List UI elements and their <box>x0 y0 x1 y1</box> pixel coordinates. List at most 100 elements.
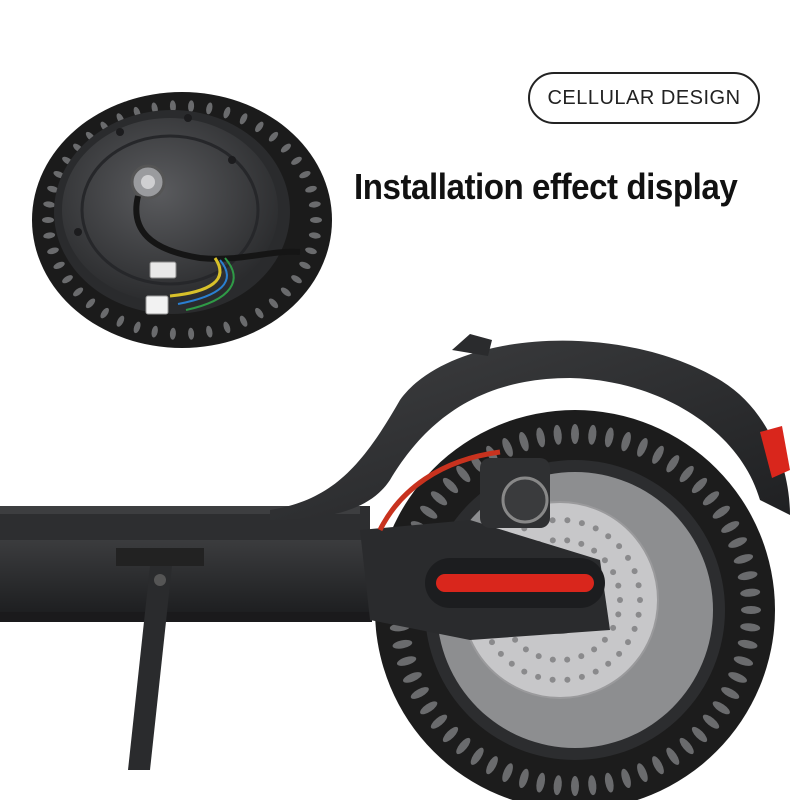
motor-cable <box>133 195 301 262</box>
tire-cell <box>188 327 195 340</box>
tire-cell <box>737 639 758 649</box>
tire-cell <box>403 672 422 683</box>
disc-hole <box>549 537 556 544</box>
tire-cell <box>47 247 59 255</box>
tire-cell <box>420 701 438 715</box>
disc-hole <box>535 673 542 680</box>
disc-hole <box>521 668 528 675</box>
disc-hole <box>631 625 638 632</box>
tire-cell <box>604 772 614 793</box>
disc-hole <box>601 557 608 564</box>
tire-cell <box>62 275 73 284</box>
disc-hole <box>605 533 612 540</box>
disc-hole <box>549 676 556 683</box>
tire-cell <box>43 201 56 208</box>
disc-hole <box>625 639 631 646</box>
tire-cell <box>712 505 730 519</box>
tire-cell <box>291 275 302 284</box>
disc-hole <box>616 543 623 550</box>
disc-hole <box>578 520 585 527</box>
motor-wires <box>169 257 222 298</box>
tire-cell <box>741 606 761 614</box>
tire-cell <box>740 588 761 597</box>
tire-cell <box>239 113 248 125</box>
bolt <box>184 114 192 122</box>
disc-hole <box>625 554 631 561</box>
tire-cell <box>486 756 498 775</box>
tire-cell <box>728 672 747 683</box>
disc-hole <box>497 650 504 657</box>
tire-cell <box>702 491 720 506</box>
disc-hole <box>489 639 495 646</box>
disc-hole <box>592 668 599 675</box>
tire-cell <box>206 102 213 115</box>
fender-hook <box>452 334 492 356</box>
tire-cell <box>728 537 747 548</box>
tire-cell <box>85 298 96 309</box>
tire-cell <box>410 687 429 699</box>
tire-cell <box>733 554 754 564</box>
motor-axle-center <box>141 175 155 189</box>
motor-connector <box>149 261 177 279</box>
tire-cell <box>255 307 264 319</box>
tire-cell <box>73 287 84 297</box>
tire-cell <box>652 756 664 775</box>
tire-cell <box>280 287 291 297</box>
tire-cell <box>691 477 708 494</box>
tire-cell <box>308 201 321 208</box>
disc-hole <box>578 673 585 680</box>
motor-connector <box>145 295 169 315</box>
tire-cell <box>310 217 322 223</box>
caliper-adjuster <box>501 476 549 524</box>
tire-cell <box>151 325 158 338</box>
tire-cell <box>519 431 529 452</box>
tire-cell <box>604 427 614 448</box>
tire-cell <box>456 465 471 483</box>
tire-cell <box>442 477 459 494</box>
tire-cell <box>239 315 248 327</box>
tire-cell <box>553 775 562 796</box>
scooter-deck-grip <box>0 506 360 514</box>
motor-wires <box>185 257 235 311</box>
motor-wires <box>177 259 228 305</box>
tire-cell <box>502 438 513 457</box>
tire-cell <box>679 737 694 755</box>
tire-cell <box>268 131 279 142</box>
tire-cell <box>53 261 65 270</box>
cellular-design-badge: CELLULAR DESIGN <box>528 72 760 124</box>
scooter-fender <box>270 340 790 520</box>
kickstand-mount <box>116 548 204 566</box>
brake-disc-holes <box>477 517 643 683</box>
disc-hole <box>610 624 617 631</box>
hub-motor-wheel <box>32 92 332 348</box>
disc-hole <box>635 582 642 589</box>
tire-cell <box>305 185 317 193</box>
tire-cell <box>637 763 648 782</box>
disc-hole <box>615 611 622 618</box>
kickstand-bolt <box>154 574 166 586</box>
tire-cell <box>536 427 546 448</box>
disc-hole <box>616 650 623 657</box>
disc-hole <box>535 653 542 660</box>
tire-cell <box>299 261 311 270</box>
swingarm-reflector <box>436 574 594 592</box>
disc-hole <box>617 597 623 603</box>
tire-cell <box>223 106 231 119</box>
tire-cell <box>666 455 680 473</box>
kickstand <box>128 566 172 770</box>
disc-hole <box>578 540 585 547</box>
tire-cell <box>280 143 291 153</box>
tire-cell <box>456 737 471 755</box>
tire-cell <box>223 321 231 334</box>
tire-cell <box>702 714 720 729</box>
rear-tire-cells <box>389 424 761 796</box>
disc-hole <box>610 569 617 576</box>
rear-reflector <box>760 426 790 478</box>
tire-cell <box>679 465 694 483</box>
disc-hole <box>564 676 571 683</box>
disc-hole <box>512 636 519 643</box>
tire-cell <box>740 623 761 632</box>
tire-cell <box>666 747 680 765</box>
tire-cell <box>392 639 413 649</box>
tire-cell <box>588 775 597 796</box>
